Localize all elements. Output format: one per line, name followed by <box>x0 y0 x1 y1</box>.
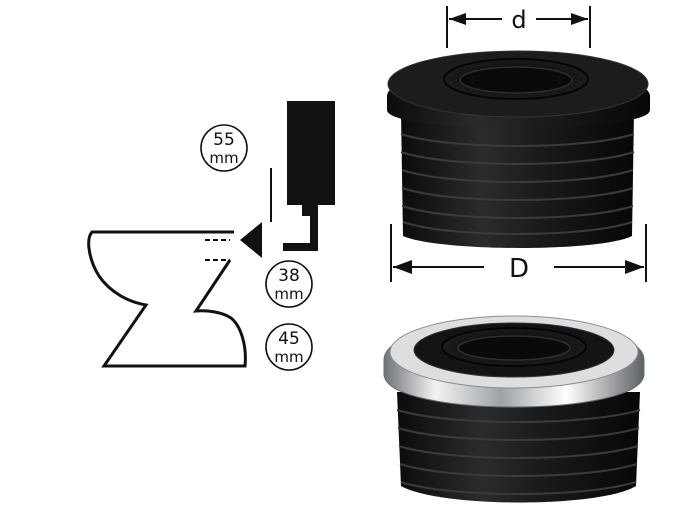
chrome-seal-body <box>397 392 640 503</box>
seal-ribs <box>400 133 635 235</box>
dimension-d: d <box>446 6 591 48</box>
connection-arrow <box>240 222 262 258</box>
seal-body <box>401 112 634 248</box>
rubber-seal <box>387 50 650 248</box>
size-badge-45: 45 mm <box>265 323 313 371</box>
badge-unit: mm <box>274 348 303 366</box>
chrome-seal <box>383 315 645 503</box>
flush-pipe <box>283 205 318 251</box>
dimension-d-label: d <box>511 6 526 34</box>
size-badge-38: 38 mm <box>265 260 313 308</box>
badge-unit: mm <box>274 285 303 303</box>
size-badge-55: 55 mm <box>200 124 248 172</box>
toilet-outline <box>87 230 247 368</box>
cistern <box>287 101 335 205</box>
toilet-schematic <box>87 101 335 368</box>
badge-value: 55 <box>213 130 235 150</box>
dimension-D-label: D <box>509 254 529 284</box>
dimension-D: D <box>390 224 647 284</box>
chrome-seal-ribs <box>396 409 641 495</box>
badge-unit: mm <box>209 149 238 167</box>
badge-value: 45 <box>278 329 300 349</box>
badge-value: 38 <box>278 266 300 286</box>
